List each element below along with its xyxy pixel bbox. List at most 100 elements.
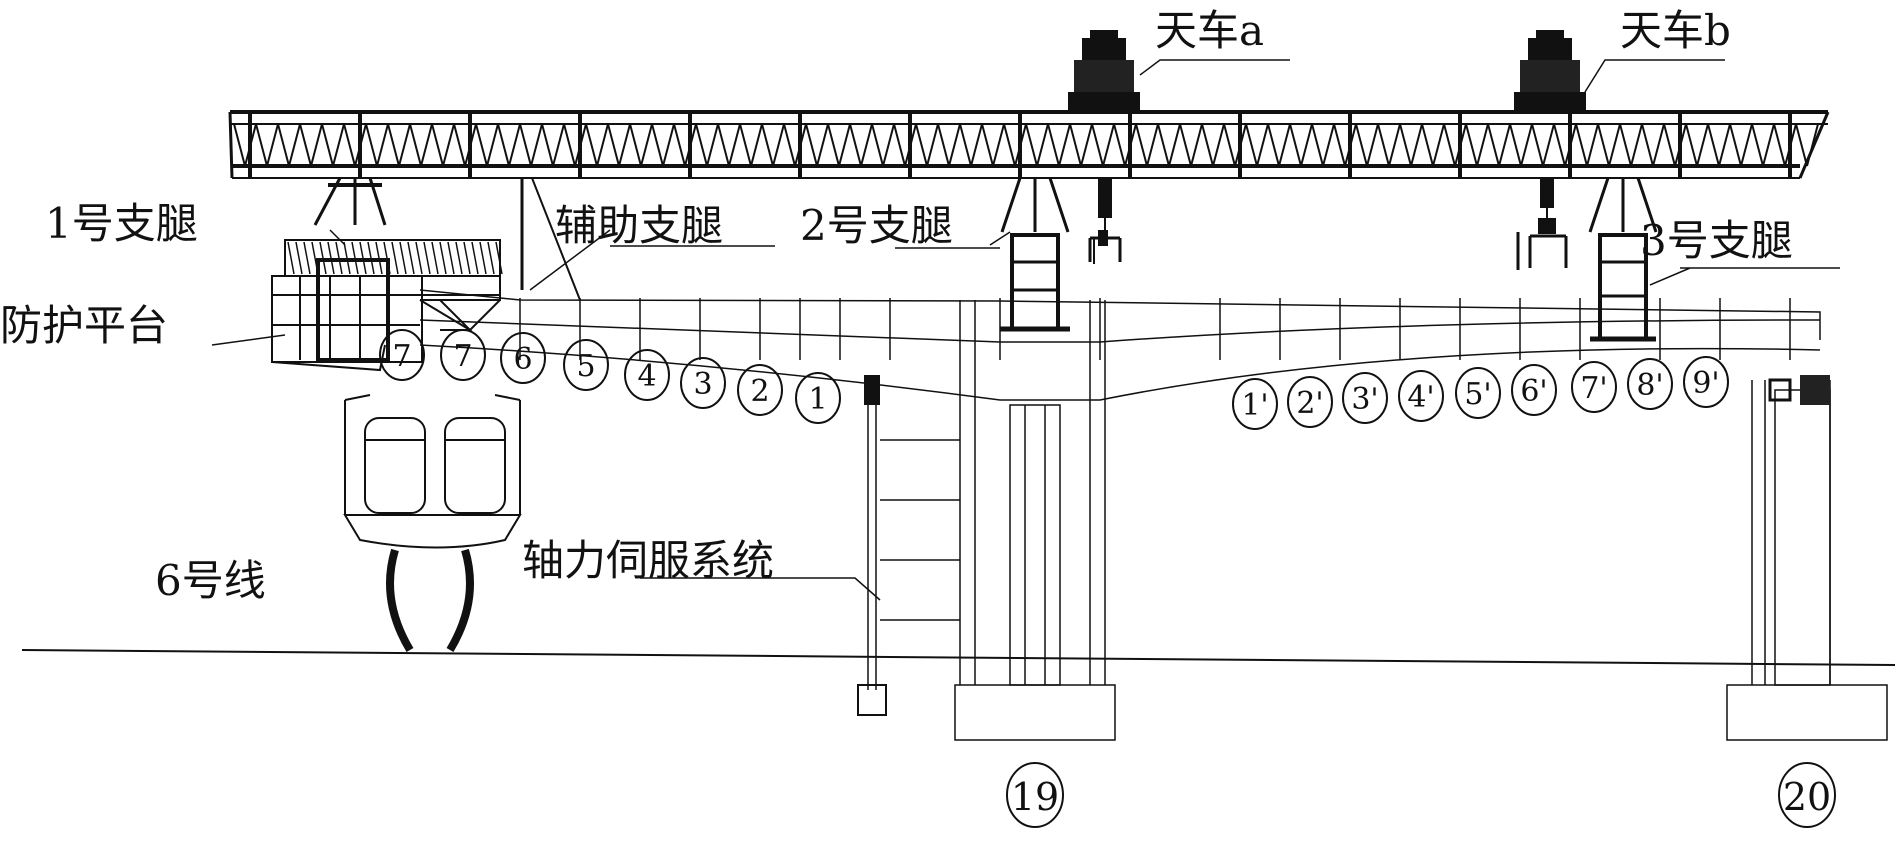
- truss-diagonal: [1388, 123, 1401, 167]
- segment-marker: 5: [563, 339, 609, 391]
- truss-diagonal: [1806, 123, 1819, 167]
- truss-diagonal: [651, 123, 664, 167]
- truss-diagonal: [1256, 123, 1269, 167]
- truss-diagonal: [310, 123, 323, 167]
- truss-diagonal: [453, 123, 466, 167]
- auxiliary-leg: [520, 177, 581, 301]
- segment-marker: 2: [737, 364, 783, 416]
- truss-diagonal: [959, 123, 972, 167]
- truss-diagonal: [937, 123, 950, 167]
- pier-number-20: 20: [1778, 762, 1836, 828]
- truss-diagonal: [981, 123, 994, 167]
- truss-diagonal: [1157, 123, 1170, 167]
- protective-platform: [271, 239, 503, 372]
- truss-diagonal: [508, 123, 521, 167]
- servo-tower: [857, 375, 960, 716]
- truss-diagonal: [541, 123, 554, 167]
- truss-diagonal: [1443, 123, 1456, 167]
- label-leg-3: 3号支腿: [1640, 216, 1793, 265]
- girder: [419, 289, 1821, 401]
- segments-right: 1'2'3'4'5'6'7'8'9': [1232, 356, 1729, 430]
- segment-circle: [379, 329, 425, 381]
- truss-diagonal: [695, 123, 708, 167]
- platform-hatch-line: [431, 241, 439, 275]
- truss-diagonal: [1432, 123, 1445, 167]
- segment-label: 4': [1407, 380, 1434, 415]
- truss-diagonal: [1465, 123, 1478, 167]
- segment-marker: 3': [1342, 372, 1388, 424]
- truss-diagonal: [475, 123, 488, 167]
- truss-diagonal: [1773, 123, 1786, 167]
- truss-diagonal: [288, 123, 301, 167]
- truss-diagonal: [266, 123, 279, 167]
- segment-label: 2': [1296, 386, 1323, 421]
- truss-diagonal: [717, 123, 730, 167]
- segment-label: 8': [1636, 368, 1663, 403]
- truss-diagonal: [1355, 123, 1368, 167]
- truss-diagonal: [1795, 123, 1808, 167]
- segment-marker: 1': [1232, 378, 1278, 430]
- truss-diagonal: [1729, 123, 1742, 167]
- platform-hatch-line: [471, 241, 479, 275]
- segment-circle: [1511, 364, 1557, 416]
- label-leg-2: 2号支腿: [800, 201, 953, 250]
- label-trolley-b: 天车b: [1620, 6, 1731, 55]
- truss-diagonal: [629, 123, 642, 167]
- platform-hatch-line: [423, 241, 431, 275]
- segment-label: 1': [1241, 388, 1268, 423]
- segment-circle: [1683, 356, 1729, 408]
- truss-diagonal: [1311, 123, 1324, 167]
- truss-diagonal: [530, 123, 543, 167]
- truss-diagonal: [1762, 123, 1775, 167]
- truss-diagonal: [640, 123, 653, 167]
- truss-diagonal: [1399, 123, 1412, 167]
- truss-diagonal: [1201, 123, 1214, 167]
- segment-marker: 1: [795, 372, 841, 424]
- truss-diagonal: [1267, 123, 1280, 167]
- truss-diagonal: [1751, 123, 1764, 167]
- truss-diagonal: [893, 123, 906, 167]
- truss-diagonal: [816, 123, 829, 167]
- line-6-viaduct: [343, 394, 522, 653]
- segment-circle: [1571, 361, 1617, 413]
- platform-hatch-line: [399, 241, 407, 275]
- truss-diagonal: [387, 123, 400, 167]
- truss-diagonal: [563, 123, 576, 167]
- truss-diagonal: [1707, 123, 1720, 167]
- segment-marker: 5': [1455, 367, 1501, 419]
- segment-label: 4: [637, 359, 656, 394]
- truss-diagonal: [398, 123, 411, 167]
- segment-marker: 2': [1287, 376, 1333, 428]
- label-line-6: 6号线: [155, 556, 266, 605]
- truss-diagonal: [1696, 123, 1709, 167]
- truss-diagonal: [585, 123, 598, 167]
- truss-diagonal: [1663, 123, 1676, 167]
- truss-diagonal: [750, 123, 763, 167]
- truss-diagonal: [1036, 123, 1049, 167]
- platform-hatch-line: [287, 241, 295, 275]
- segment-circle: [440, 329, 486, 381]
- truss-diagonal: [1509, 123, 1522, 167]
- segment-marker: 4': [1398, 370, 1444, 422]
- leg-1: [313, 177, 387, 226]
- truss-diagonal: [948, 123, 961, 167]
- segment-label: 3: [693, 367, 712, 402]
- truss-diagonal: [1333, 123, 1346, 167]
- truss-diagonal: [1300, 123, 1313, 167]
- segment-label: 6': [1520, 374, 1547, 409]
- segment-marker: 7: [379, 329, 425, 381]
- segment-label: 7: [453, 339, 472, 374]
- truss-diagonal: [1487, 123, 1500, 167]
- segment-marker: 6': [1511, 364, 1557, 416]
- truss-diagonal: [1091, 123, 1104, 167]
- truss-diagonal: [1553, 123, 1566, 167]
- segment-label: 5': [1464, 377, 1491, 412]
- truss-diagonal: [332, 123, 345, 167]
- truss-diagonal: [321, 123, 334, 167]
- truss-diagonal: [728, 123, 741, 167]
- truss-diagonal: [838, 123, 851, 167]
- truss-diagonal: [1245, 123, 1258, 167]
- truss-diagonal: [772, 123, 785, 167]
- truss-diagonal: [1520, 123, 1533, 167]
